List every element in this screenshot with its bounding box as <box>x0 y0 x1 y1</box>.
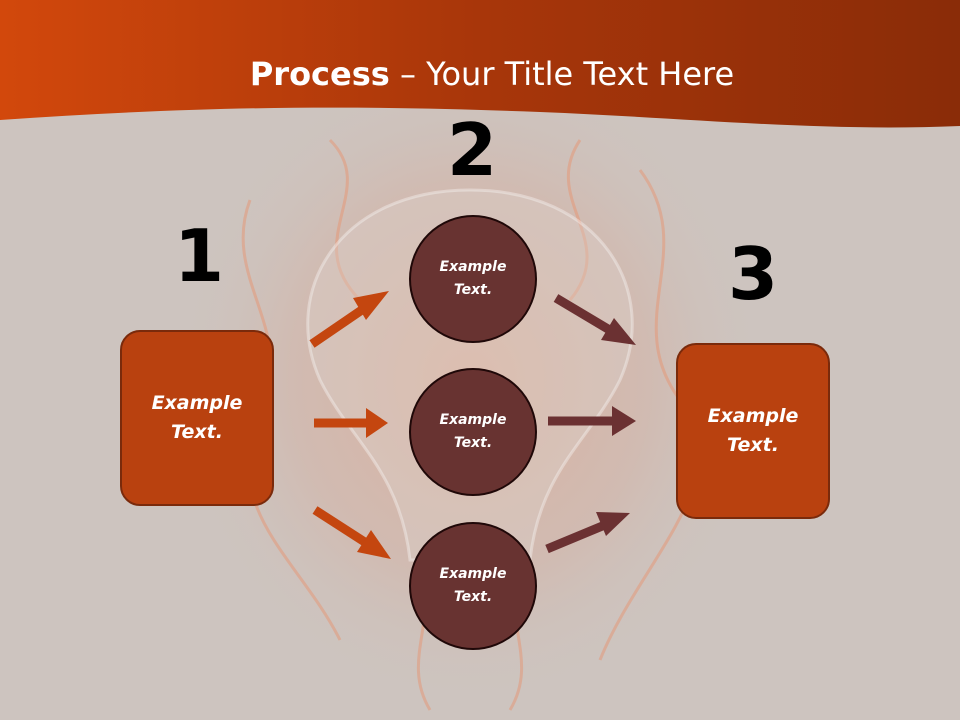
slide-title: Process – Your Title Text Here <box>0 52 960 96</box>
step2-circle-bottom: Example Text. <box>409 522 537 650</box>
title-bold-part: Process <box>249 55 390 93</box>
step-number-2: 2 <box>446 108 498 192</box>
step2-circle-middle-text: Example Text. <box>439 412 507 451</box>
arrow-step1-to-bottom <box>312 506 391 559</box>
arrow-middle-to-step3 <box>548 406 636 436</box>
step2-circle-top: Example Text. <box>409 215 537 343</box>
step2-circle-middle: Example Text. <box>409 368 537 496</box>
step-number-1: 1 <box>173 214 225 298</box>
step1-text: Example Text. <box>151 392 243 443</box>
arrow-bottom-to-step3 <box>545 512 630 554</box>
arrow-top-to-step3 <box>553 294 636 345</box>
step2-circle-top-text: Example Text. <box>439 259 507 298</box>
step2-circle-bottom-text: Example Text. <box>439 566 507 605</box>
step3-text: Example Text. <box>707 405 799 456</box>
step3-box: Example Text. <box>676 343 830 519</box>
arrow-step1-to-top <box>309 291 389 348</box>
step1-box: Example Text. <box>120 330 274 506</box>
arrow-step1-to-middle <box>314 408 388 438</box>
step-number-3: 3 <box>727 232 779 316</box>
title-rest-part: – Your Title Text Here <box>389 55 735 93</box>
